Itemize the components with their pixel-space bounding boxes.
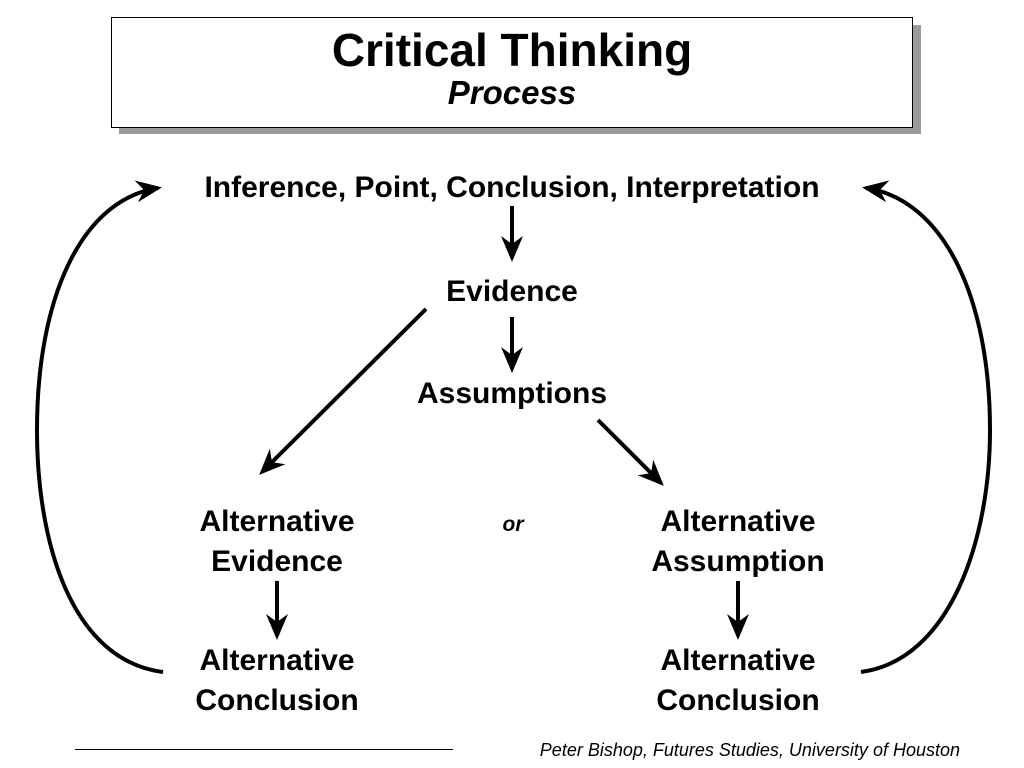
node-alt-conclusion-right: Alternative Conclusion [618, 641, 858, 721]
footer-credit: Peter Bishop, Futures Studies, Universit… [539, 740, 960, 760]
node-assumptions: Assumptions [392, 374, 632, 414]
node-alt-conclusion-left: Alternative Conclusion [157, 641, 397, 721]
node-evidence: Evidence [412, 272, 612, 312]
node-inference-label: Inference, Point, Conclusion, Interpreta… [204, 171, 820, 204]
arrow-assumptions-to-alt-assumption [596, 418, 664, 486]
node-alt-conclusion-right-line1: Alternative [660, 644, 816, 677]
node-alt-assumption-line2: Assumption [651, 545, 825, 578]
node-alt-evidence-line2: Evidence [211, 545, 343, 578]
arrow-evidence-to-alt-evidence [259, 307, 428, 475]
title-main: Critical Thinking [331, 24, 693, 76]
node-alt-assumption: Alternative Assumption [613, 502, 863, 582]
or-connector-label: or [502, 513, 524, 536]
title-sub: Process [447, 74, 577, 111]
node-alt-conclusion-right-line2: Conclusion [656, 684, 820, 717]
node-alt-evidence: Alternative Evidence [157, 502, 397, 582]
footer-divider [75, 749, 453, 750]
node-alt-conclusion-left-line2: Conclusion [195, 684, 359, 717]
node-alt-evidence-line1: Alternative [199, 505, 355, 538]
feedback-loop-left [34, 180, 164, 674]
node-evidence-label: Evidence [446, 275, 578, 308]
node-alt-conclusion-left-line1: Alternative [199, 644, 355, 677]
node-alt-assumption-line1: Alternative [660, 505, 816, 538]
feedback-loop-right [860, 180, 993, 674]
node-assumptions-label: Assumptions [416, 377, 608, 410]
node-inference: Inference, Point, Conclusion, Interpreta… [150, 168, 874, 208]
title-box: Critical Thinking Process [111, 17, 913, 128]
